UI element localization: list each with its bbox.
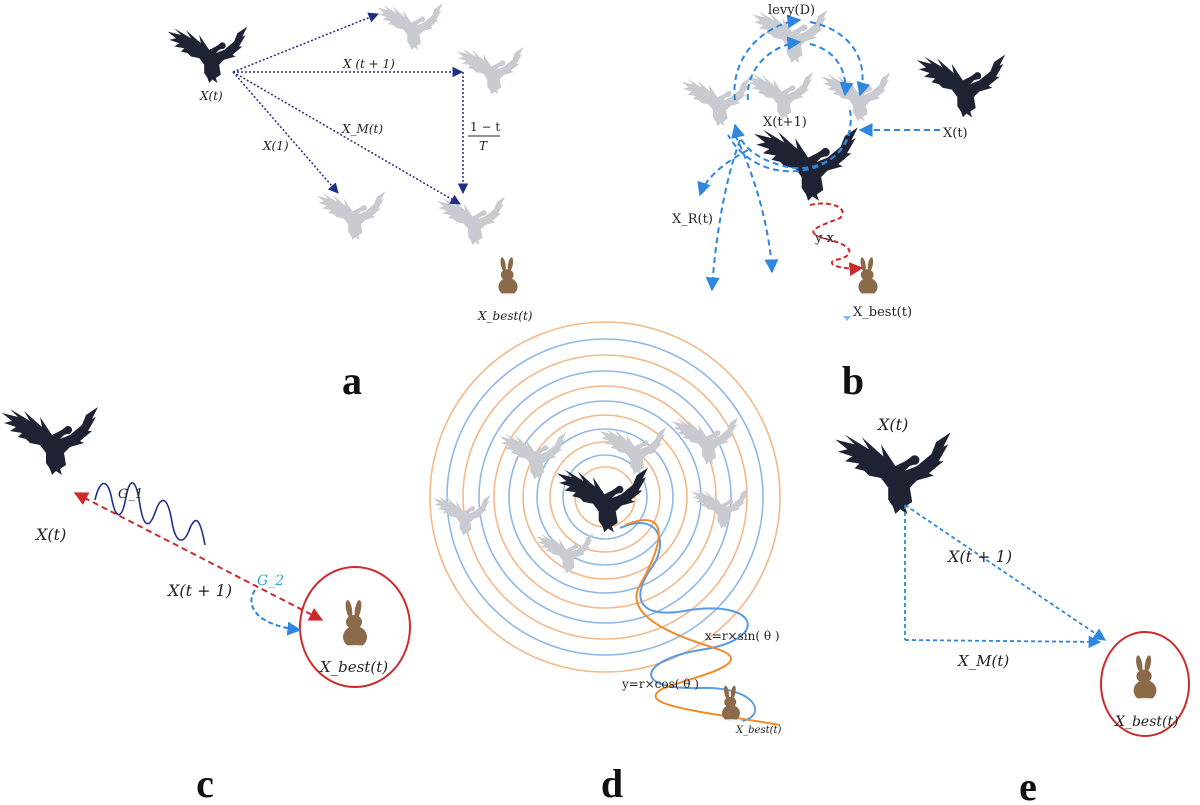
eagle-ghost-icon	[377, 3, 443, 50]
label-x-t: X(t)	[876, 415, 908, 434]
label-x-t1: X(t + 1)	[946, 547, 1012, 566]
levy-arrow-inner-right	[809, 43, 854, 97]
label-x-best: X_best(t)	[853, 305, 912, 320]
eagle-ghost-icon	[821, 72, 891, 122]
label-g2: G_2	[257, 573, 284, 589]
red-attack-arrow	[809, 202, 864, 277]
label-x-m: X_M(t)	[957, 652, 1009, 670]
spiral-ring	[522, 414, 688, 580]
label-x-m: X_M(t)	[341, 122, 383, 136]
panel-e: X(t) X(t + 1) X_M(t) X_best(t) e	[835, 415, 1190, 805]
random-arrow-3	[734, 134, 779, 274]
label-x-1: X(1)	[262, 139, 289, 153]
eagle-current-icon	[754, 127, 858, 201]
red-line-to-prey	[73, 492, 324, 621]
spiral-ring	[562, 454, 648, 540]
panel-c: X(t) G_1 X(t + 1) G_2 X_best(t) c	[2, 407, 411, 805]
levy-arrow-inner-left	[746, 36, 802, 101]
eagle-ghost-icon	[671, 416, 739, 465]
eagle-ghost-icon	[436, 196, 506, 245]
label-y-x: y-x	[814, 231, 835, 246]
random-arrow-2	[705, 139, 741, 292]
prey-circle	[1100, 631, 1190, 737]
label-x-eq: x=r×sin( θ )	[705, 629, 780, 643]
panel-letter-b: b	[842, 358, 864, 403]
label-g1: G_1	[118, 487, 143, 502]
random-arrow-1	[697, 149, 749, 197]
label-x-t: X(t)	[943, 126, 968, 141]
panel-letter-c: c	[196, 761, 214, 805]
arrow-x-t1	[904, 504, 1107, 641]
spiral-ring	[549, 441, 661, 553]
label-x-best: X_best(t)	[319, 658, 388, 676]
label-levy: levy(D)	[768, 3, 815, 18]
rabbit-prey-icon	[339, 600, 371, 651]
arrow-x-m	[232, 71, 461, 205]
arrow-x-m	[904, 635, 1102, 649]
wave-path-blue	[619, 522, 756, 723]
eagle-ghost-icon	[316, 191, 386, 240]
g1-wave	[94, 482, 206, 546]
panel-d: x=r×sin( θ ) y=r×cos( θ ) X_best(t) d	[429, 321, 782, 805]
rabbit-prey-icon	[1129, 655, 1161, 704]
panel-letter-d: d	[601, 761, 623, 805]
levy-arrow-outer-right	[809, 21, 871, 97]
eagle-x-t-icon	[916, 54, 1006, 118]
rabbit-prey-icon	[495, 256, 521, 298]
panel-a: X(t) X (t + 1) X_M(t) X(1) 1 − t T X_bes…	[167, 3, 533, 403]
eagle-ghost-icon	[456, 46, 524, 95]
eagle-current-icon	[2, 407, 98, 475]
label-x-t1: X(t + 1)	[166, 581, 232, 600]
arrow-x-1	[232, 71, 339, 194]
fraction-numerator: 1 − t	[470, 120, 500, 134]
label-x-best: X_best(t)	[735, 725, 782, 736]
wave-path-orange	[624, 519, 781, 726]
label-y-eq: y=r×cos( θ )	[621, 677, 699, 691]
spiral-ring	[478, 370, 732, 624]
fraction-denominator: T	[479, 139, 488, 153]
panel-b: levy(D) X(t+1) X(t) X_R(t) y-x X_best(t)…	[672, 3, 1006, 403]
label-x-t1: X (t + 1)	[342, 57, 395, 71]
eagle-current-icon	[167, 26, 248, 83]
eagle-ghost-icon	[433, 494, 491, 536]
label-x-r: X_R(t)	[672, 212, 713, 227]
spiral-ring	[462, 354, 748, 640]
levy-arrow-outer-left	[733, 14, 802, 101]
spiral-ring	[446, 338, 764, 656]
eagle-current-icon	[835, 432, 951, 514]
spiral-ring	[536, 428, 674, 566]
spiral-ring	[429, 321, 781, 673]
eagle-ghost-icon	[681, 77, 751, 127]
label-x-t: X(t)	[34, 525, 66, 544]
eagle-ghost-icon	[746, 71, 814, 120]
label-x-best: X_best(t)	[1114, 714, 1179, 730]
small-marker-icon	[843, 316, 851, 321]
label-x-t: X(t)	[199, 89, 223, 103]
label-x-t1: X(t+1)	[763, 115, 807, 130]
g2-arrow	[250, 589, 302, 636]
panel-letter-e: e	[1019, 764, 1037, 805]
panel-letter-a: a	[342, 358, 362, 403]
levy-arrow-lower-2	[727, 109, 852, 173]
label-x-best: X_best(t)	[477, 309, 533, 323]
rabbit-prey-icon	[855, 256, 881, 298]
